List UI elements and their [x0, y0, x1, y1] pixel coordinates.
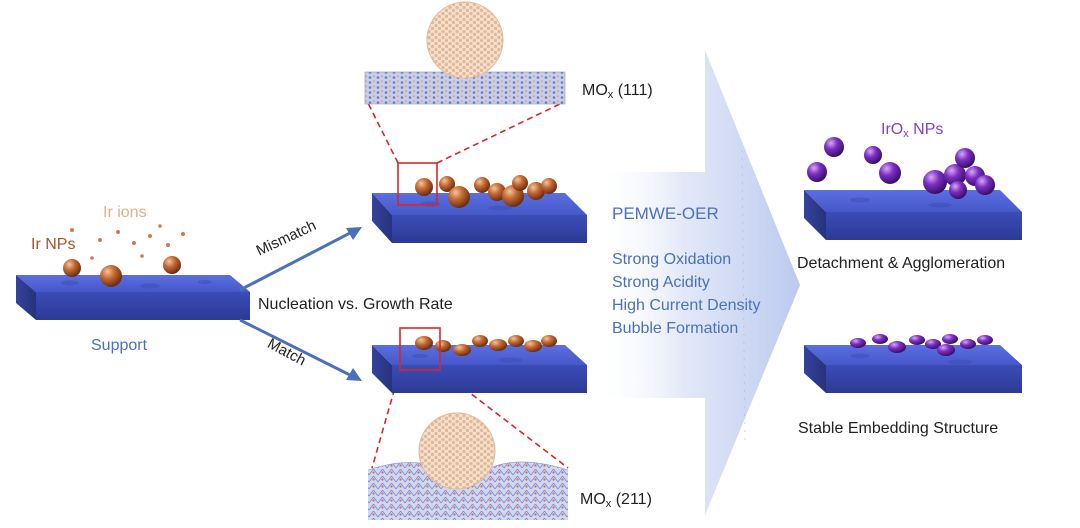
mismatch-arrow — [239, 227, 362, 292]
mox-111-label: MOx (111) — [582, 82, 653, 101]
match-slab — [372, 345, 587, 393]
nucleation-label: Nucleation vs. Growth Rate — [258, 296, 453, 313]
support-label: Support — [91, 337, 148, 354]
match-arrow — [239, 318, 362, 381]
zoom-box-top — [397, 162, 438, 206]
irox-nanoparticles-detached — [807, 137, 995, 199]
detachment-slab — [804, 190, 1022, 240]
ir-ions-label: Ir ions — [103, 204, 147, 221]
mismatch-slab — [372, 193, 587, 243]
lattice-111 — [364, 1, 566, 105]
irox-nanoparticles-embedded — [850, 334, 993, 356]
stable-slab — [804, 345, 1022, 393]
zoom-lines-top — [367, 102, 563, 164]
lattice-211 — [367, 412, 569, 520]
ir-ion-dots — [70, 224, 185, 260]
stable-label: Stable Embedding Structure — [798, 420, 999, 437]
ir-nps-label: Ir NPs — [31, 236, 76, 253]
process-arrow — [603, 50, 800, 515]
ir-nanoparticles-match — [415, 335, 557, 356]
pemwe-oer-label: PEMWE-OER — [612, 204, 719, 223]
support-slab — [16, 275, 250, 320]
arrow-highlight — [741, 149, 746, 441]
irox-nps-label: IrOx NPs — [881, 121, 944, 140]
mox-211-label: MOx (211) — [580, 491, 652, 510]
condition-4: Bubble Formation — [612, 320, 739, 337]
zoom-box-bottom — [399, 327, 441, 371]
detachment-label: Detachment & Agglomeration — [797, 255, 1006, 272]
ir-nanoparticles-mismatch — [415, 175, 557, 208]
condition-3: High Current Density — [612, 297, 761, 314]
condition-2: Strong Acidity — [612, 274, 710, 291]
ir-nanoparticles-support — [63, 256, 181, 287]
condition-1: Strong Oxidation — [612, 251, 732, 268]
zoom-lines-bottom — [371, 369, 569, 469]
